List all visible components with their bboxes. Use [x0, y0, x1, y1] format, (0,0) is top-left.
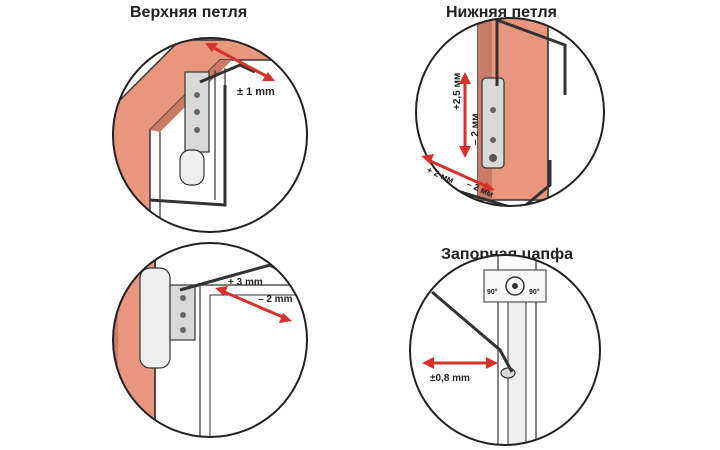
panel-locking-pin: 90° 90° ±0,8 mm	[409, 254, 601, 446]
arrow-side-hinge	[215, 286, 292, 323]
hex-key-icon	[199, 63, 256, 84]
title-top-hinge: Верхняя петля	[130, 4, 248, 21]
label-pin-angle-right: 90°	[529, 288, 540, 296]
label-side-minus: – 2 mm	[258, 294, 293, 305]
title-bottom-hinge: Нижняя петля	[446, 4, 557, 21]
panel-side-hinge: + 3 mm – 2 mm	[112, 242, 308, 438]
label-bottom-vertical-minus: – 2 мм	[470, 114, 481, 145]
arrow-top-hinge	[205, 43, 275, 81]
arrow-bottom-vertical	[459, 72, 471, 158]
label-side-plus: + 3 mm	[228, 277, 263, 288]
hex-key-icon	[431, 290, 514, 373]
label-pin-angle-left: 90°	[487, 288, 498, 296]
arrow-pin-offset	[422, 357, 498, 369]
label-pin-offset: ±0,8 mm	[430, 373, 470, 384]
label-top-hinge-adjust: ± 1 mm	[237, 86, 275, 98]
label-bottom-vertical: +2,5 мм	[452, 73, 463, 110]
arrow-bottom-horizontal	[421, 154, 495, 192]
hinge-barrel	[139, 267, 171, 369]
locking-pin	[500, 367, 516, 379]
hinge-barrel	[179, 149, 205, 186]
panel-top-hinge: ± 1 mm	[112, 37, 308, 233]
hinge-body	[481, 77, 505, 169]
rotation-icon	[505, 276, 525, 296]
panel-bottom-hinge: +2,5 мм – 2 мм + 2 мм – 2 мм	[415, 17, 605, 207]
